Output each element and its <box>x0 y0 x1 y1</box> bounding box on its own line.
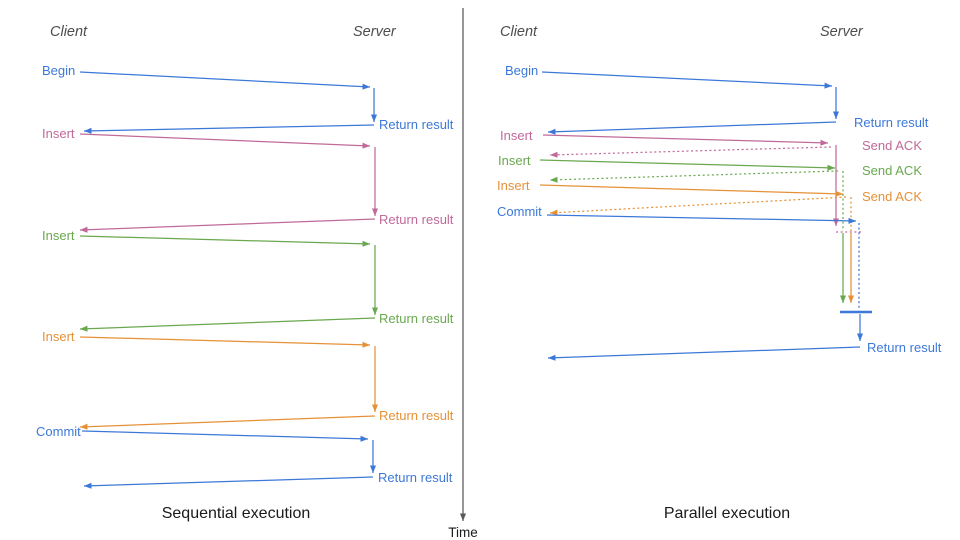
return-arrow-insert2 <box>79 317 376 332</box>
parallel-panel: Client Server Begin Return result Insert… <box>497 24 942 522</box>
op-label-commit: Commit <box>497 204 542 219</box>
return-label-commit: Return result <box>378 470 453 485</box>
request-arrow-begin <box>541 71 833 89</box>
return-label-insert2: Return result <box>379 311 454 326</box>
request-arrow-insert1 <box>542 134 829 146</box>
server-header: Server <box>820 24 864 40</box>
client-header: Client <box>500 24 538 40</box>
op-label-insert3: Insert <box>42 329 75 344</box>
ack-arrow-insert1 <box>549 146 832 158</box>
ack-arrow-insert2 <box>549 170 839 183</box>
request-arrow-commit <box>81 430 369 442</box>
return-arrow-insert3 <box>79 415 376 430</box>
op-label-commit: Commit <box>36 424 81 439</box>
client-header: Client <box>50 24 88 40</box>
request-arrow-commit <box>546 214 857 224</box>
op-label-insert1: Insert <box>42 126 75 141</box>
request-arrow-insert3 <box>79 336 371 348</box>
return-label-begin: Return result <box>379 117 454 132</box>
request-arrow-begin <box>79 71 371 90</box>
ack-label-insert2: Send ACK <box>862 163 922 178</box>
op-label-insert2: Insert <box>42 228 75 243</box>
op-label-begin: Begin <box>505 63 538 78</box>
return-arrow-commit <box>547 346 861 361</box>
return-label-begin: Return result <box>854 115 929 130</box>
op-label-insert2: Insert <box>498 153 531 168</box>
ack-label-insert1: Send ACK <box>862 138 922 153</box>
server-header: Server <box>353 24 397 40</box>
return-arrow-insert1 <box>79 218 376 233</box>
time-axis-label: Time <box>448 525 478 540</box>
return-arrow-begin <box>547 121 837 135</box>
op-label-insert1: Insert <box>500 128 533 143</box>
sequential-caption: Sequential execution <box>162 505 311 522</box>
request-arrow-insert2 <box>79 235 371 247</box>
return-label-insert3: Return result <box>379 408 454 423</box>
return-arrow-commit <box>83 476 374 489</box>
ack-label-insert3: Send ACK <box>862 189 922 204</box>
return-label-commit: Return result <box>867 340 942 355</box>
parallel-caption: Parallel execution <box>664 505 790 522</box>
ack-arrow-insert3 <box>549 196 847 216</box>
request-arrow-insert1 <box>79 133 371 149</box>
return-arrow-begin <box>83 124 375 134</box>
op-label-begin: Begin <box>42 63 75 78</box>
return-label-insert1: Return result <box>379 212 454 227</box>
request-arrow-insert2 <box>539 159 836 171</box>
request-arrow-insert3 <box>539 184 844 197</box>
op-label-insert3: Insert <box>497 178 530 193</box>
sequential-panel: Client Server Begin Return result Insert… <box>36 24 454 522</box>
